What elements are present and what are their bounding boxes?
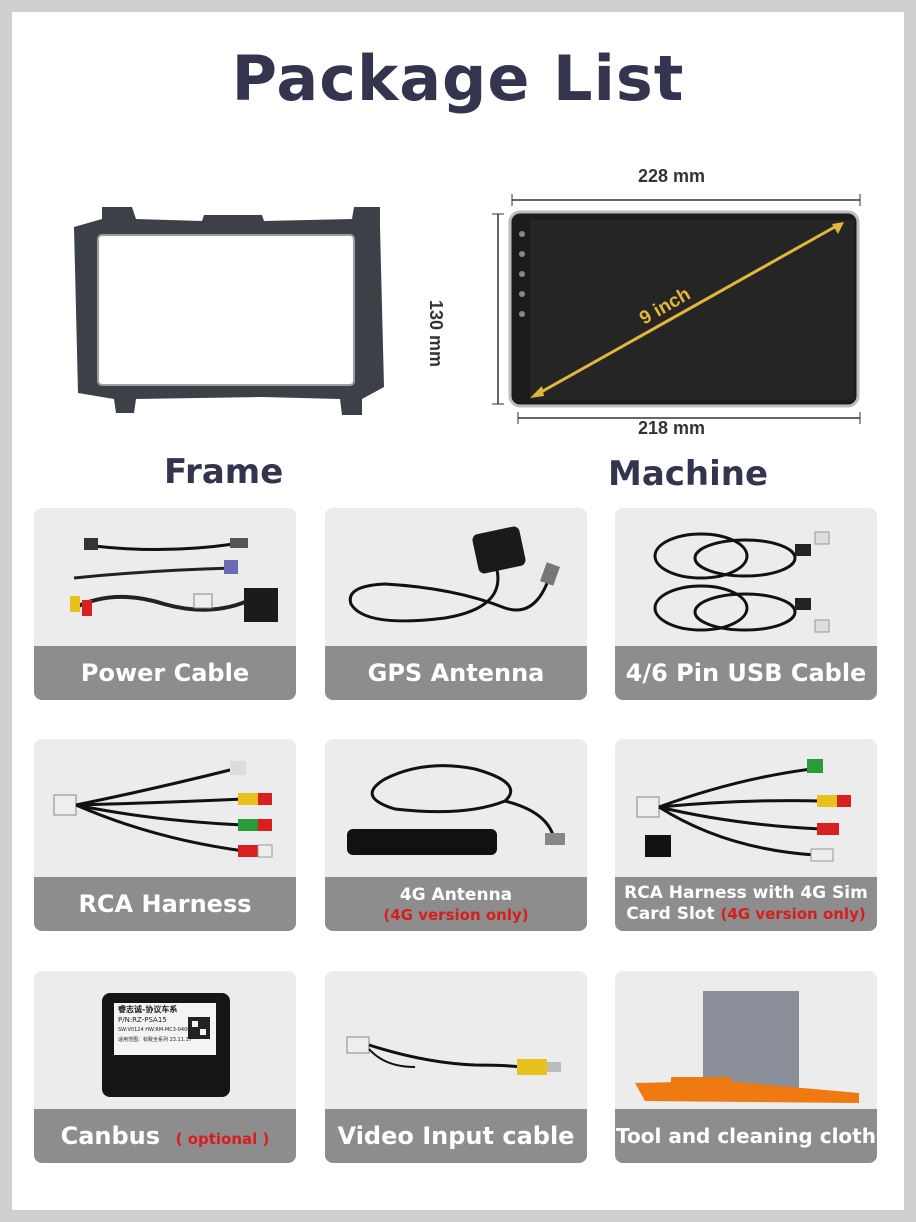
item-label-line2: Card Slot xyxy=(626,904,715,924)
item-caption: Canbus ( optional ) xyxy=(34,1109,296,1163)
item-label: 4G Antenna xyxy=(399,884,513,905)
item-card-4g-antenna: 4G Antenna (4G version only) xyxy=(325,739,587,931)
item-label: GPS Antenna xyxy=(367,659,545,687)
item-card-canbus: 睿志诚-协议车系 P/N:RZ-PSA15 SW:V0124 HW:RM-MC3… xyxy=(34,971,296,1163)
rca-harness-image xyxy=(53,761,273,858)
item-caption: RCA Harness xyxy=(34,877,296,931)
gps-antenna-image xyxy=(348,526,560,623)
machine-height: 130 mm xyxy=(426,300,446,368)
item-caption: RCA Harness with 4G Sim Card Slot (4G ve… xyxy=(615,877,877,931)
usb-cable-image xyxy=(653,531,830,633)
frame-label: Frame xyxy=(164,452,284,492)
item-label-line1: RCA Harness with 4G Sim xyxy=(624,883,868,903)
item-label: RCA Harness xyxy=(78,890,252,918)
item-label: Video Input cable xyxy=(337,1122,575,1150)
machine-width-bottom: 218 mm xyxy=(638,418,706,438)
item-caption: Power Cable xyxy=(34,646,296,700)
item-note: ( optional ) xyxy=(175,1130,270,1148)
item-note: (4G version only) xyxy=(720,905,866,923)
item-label: Tool and cleaning cloth xyxy=(616,1124,876,1148)
item-card-gps-antenna: GPS Antenna xyxy=(325,508,587,700)
item-label: 4/6 Pin USB Cable xyxy=(625,659,867,687)
canbus-line1: 睿志诚-协议车系 xyxy=(118,1005,178,1014)
rca-harness-4g-image xyxy=(636,759,851,862)
item-card-video-input-cable: Video Input cable xyxy=(325,971,587,1163)
page-title: Package List xyxy=(231,42,685,115)
machine-label: Machine xyxy=(608,454,769,494)
item-note: (4G version only) xyxy=(383,905,529,924)
canbus-line3: SW:V0124 HW:RM-MC3-0400 xyxy=(118,1027,191,1033)
4g-antenna-image xyxy=(347,764,565,855)
canbus-line4: 适用范围：标致全系列 23.11.17 xyxy=(118,1037,192,1043)
item-card-power-cable: Power Cable xyxy=(34,508,296,700)
item-label-row: Canbus ( optional ) xyxy=(61,1123,270,1149)
canbus-line2: P/N:RZ-PSA15 xyxy=(118,1016,167,1024)
item-caption: 4/6 Pin USB Cable xyxy=(615,646,877,700)
tool-cloth-image xyxy=(635,991,859,1103)
item-label-line2-row: Card Slot (4G version only) xyxy=(626,904,865,925)
item-card-tool-cloth: Tool and cleaning cloth xyxy=(615,971,877,1163)
canbus-label-text: 睿志诚-协议车系 P/N:RZ-PSA15 SW:V0124 HW:RM-MC3… xyxy=(118,1005,192,1045)
canbus-box-image xyxy=(102,993,230,1097)
item-caption: Tool and cleaning cloth xyxy=(615,1109,877,1163)
item-card-usb-cable: 4/6 Pin USB Cable xyxy=(615,508,877,700)
item-card-rca-harness: RCA Harness xyxy=(34,739,296,931)
video-cable-image xyxy=(346,1036,561,1075)
machine-width-top: 228 mm xyxy=(638,166,706,186)
item-label: Power Cable xyxy=(80,659,250,687)
item-card-rca-harness-4g: RCA Harness with 4G Sim Card Slot (4G ve… xyxy=(615,739,877,931)
power-cable-image xyxy=(70,538,278,622)
item-caption: GPS Antenna xyxy=(325,646,587,700)
machine-image xyxy=(492,194,861,424)
frame-image xyxy=(74,207,384,415)
item-caption: Video Input cable xyxy=(325,1109,587,1163)
item-caption: 4G Antenna (4G version only) xyxy=(325,877,587,931)
package-list-page: Package List Frame 228 mm 218 mm 130 mm … xyxy=(12,12,904,1210)
item-label: Canbus xyxy=(60,1122,161,1150)
